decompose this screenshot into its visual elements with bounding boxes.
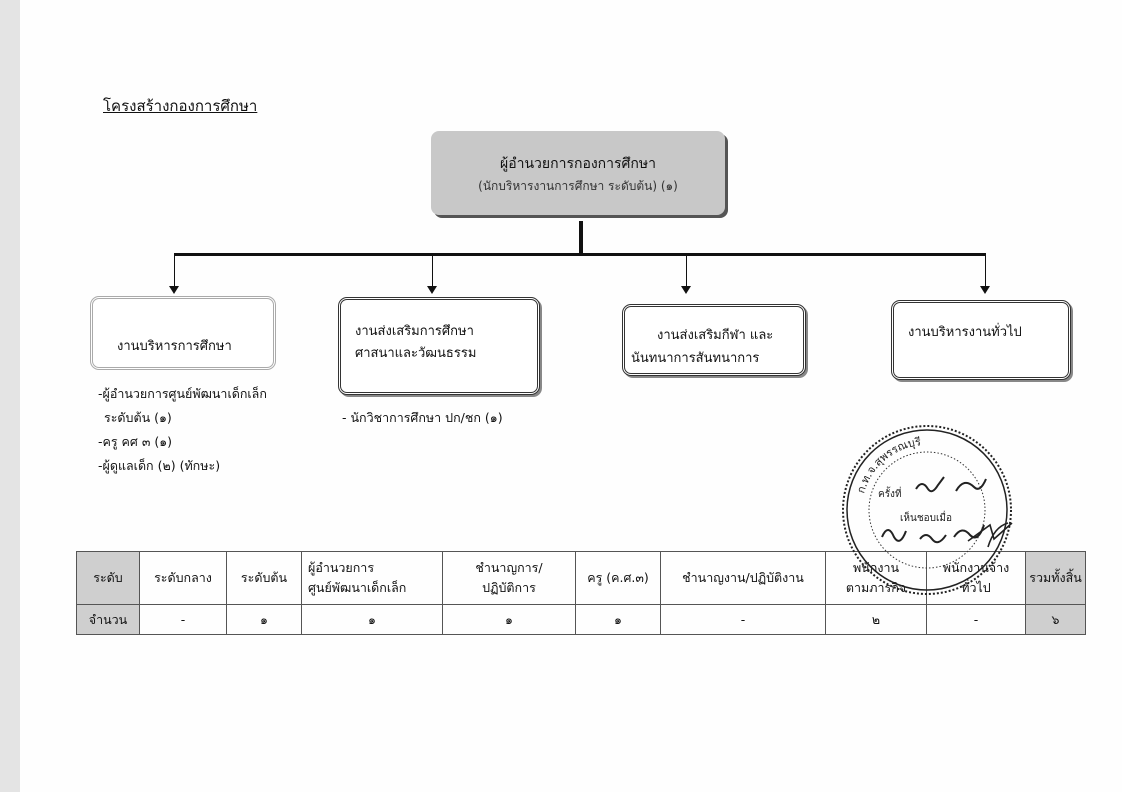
row-label: จำนวน	[76, 604, 140, 635]
dept-box-general-admin: งานบริหารงานทั่วไป	[891, 300, 1071, 380]
header-cell: ระดับกลาง	[139, 551, 227, 605]
value-cell: ๑	[226, 604, 302, 635]
drop-line-1	[174, 256, 175, 286]
value-cell: -	[926, 604, 1026, 635]
staff-note: - นักวิชาการศึกษา ปก/ชก (๑)	[342, 410, 503, 425]
value-cell: ๑	[301, 604, 443, 635]
director-title: ผู้อำนวยการกองการศึกษา	[500, 156, 656, 172]
value-cell: ๑	[442, 604, 576, 635]
drop-line-4	[985, 256, 986, 286]
value-cell: -	[139, 604, 227, 635]
header-cell: ผู้อำนวยการศูนย์พัฒนาเด็กเล็ก	[301, 551, 443, 605]
director-box: ผู้อำนวยการกองการศึกษา (นักบริหารงานการศ…	[431, 131, 725, 215]
arrow-1	[169, 286, 179, 294]
header-cell: ระดับ	[76, 551, 140, 605]
trunk-line	[579, 221, 583, 255]
staff-note: -ผู้ดูแลเด็ก (๒) (ทักษะ)	[98, 458, 221, 473]
header-cell: รวมทั้งสิ้น	[1025, 551, 1086, 605]
header-cell: ชำนาญงาน/ปฏิบัติงาน	[660, 551, 826, 605]
dept-label: งานบริหารการศึกษา	[117, 339, 232, 354]
header-cell: ชำนาญการ/ปฏิบัติการ	[442, 551, 576, 605]
staff-count-table: ระดับ ระดับกลาง ระดับต้น ผู้อำนวยการศูนย…	[76, 551, 1086, 635]
svg-text:ก.ท.จ.สุพรรณบุรี: ก.ท.จ.สุพรรณบุรี	[854, 435, 921, 495]
staff-note: ระดับต้น (๑)	[104, 410, 172, 425]
drop-line-2	[432, 256, 433, 286]
dept-label: งานบริหารงานทั่วไป	[908, 325, 1022, 340]
staff-note: -ผู้อำนวยการศูนย์พัฒนาเด็กเล็ก	[98, 386, 267, 401]
dept-box-education-promotion: งานส่งเสริมการศึกษา ศาสนาและวัฒนธรรม	[338, 297, 540, 395]
dept-label: นันทนาการสันทนาการ	[631, 351, 760, 366]
dept-label: งานส่งเสริมกีฬา และ	[657, 328, 774, 343]
dept-label: ศาสนาและวัฒนธรรม	[355, 346, 477, 361]
branch-line	[174, 253, 986, 256]
header-cell: ครู (ค.ศ.๓)	[575, 551, 661, 605]
arrow-2	[427, 286, 437, 294]
value-cell: -	[660, 604, 826, 635]
svg-text:ครั้งที่: ครั้งที่	[878, 486, 902, 500]
dept-box-education-admin: งานบริหารการศึกษา	[90, 296, 276, 370]
svg-text:เห็นชอบเมื่อ: เห็นชอบเมื่อ	[900, 510, 952, 524]
header-cell: ระดับต้น	[226, 551, 302, 605]
drop-line-3	[686, 256, 687, 286]
page-title: โครงสร้างกองการศึกษา	[103, 97, 258, 115]
approval-stamp: ก.ท.จ.สุพรรณบุรี ครั้งที่ เห็นชอบเมื่อ	[842, 425, 1013, 595]
page-edge	[0, 0, 20, 792]
table-header-row: ระดับ ระดับกลาง ระดับต้น ผู้อำนวยการศูนย…	[76, 551, 1086, 605]
value-cell: ๒	[825, 604, 927, 635]
value-cell: ๑	[575, 604, 661, 635]
staff-note: -ครู คศ ๓ (๑)	[98, 434, 173, 449]
director-subtitle: (นักบริหารงานการศึกษา ระดับต้น) (๑)	[478, 179, 678, 193]
value-cell: ๖	[1025, 604, 1086, 635]
table-row: จำนวน - ๑ ๑ ๑ ๑ - ๒ - ๖	[76, 604, 1086, 635]
dept-label: งานส่งเสริมการศึกษา	[355, 324, 474, 339]
dept-box-sports-recreation: งานส่งเสริมกีฬา และ นันทนาการสันทนาการ	[622, 304, 806, 376]
arrow-3	[681, 286, 691, 294]
arrow-4	[980, 286, 990, 294]
